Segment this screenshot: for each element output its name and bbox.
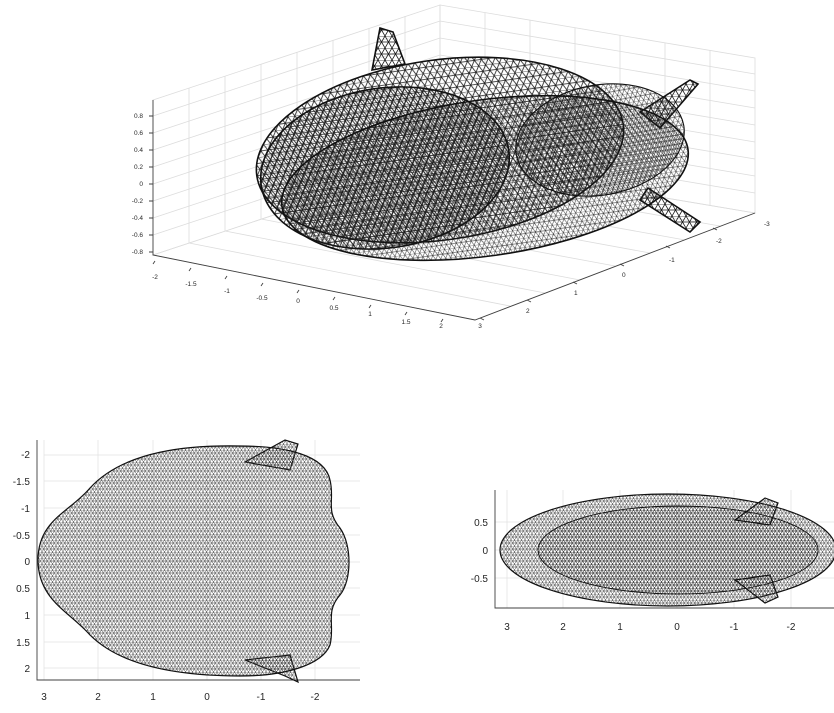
side-fin-upper	[733, 497, 779, 526]
y-tick-label: -1.5	[13, 477, 31, 488]
z-tick-label: 0.6	[134, 130, 143, 137]
side-x-tick-labels: 3 2 1 0 -1 -2	[504, 622, 796, 633]
y-tick-label: -0.5	[13, 531, 31, 542]
y-tick-label: 2	[24, 664, 30, 675]
top-axes	[36, 440, 360, 681]
x-tick-label: -1	[257, 692, 266, 703]
z-tick-label: -0.6	[132, 232, 144, 239]
z-tick-label: 0.4	[134, 147, 143, 154]
z-tick-label: 0.8	[134, 113, 143, 120]
top-view: -2 -1.5 -1 -0.5 0 0.5 1 1.5 2 3 2 1 0 -1…	[13, 439, 360, 703]
x-tick-label: -0.5	[256, 295, 268, 302]
z-tick-label: -0.2	[132, 198, 144, 205]
top-hull-outline	[37, 445, 350, 677]
isometric-axes	[149, 100, 756, 323]
y-tick-label: 1.5	[16, 638, 30, 649]
top-mesh	[37, 439, 350, 684]
isometric-z-tick-labels: 0.8 0.6 0.4 0.2 0 -0.2 -0.4 -0.6 -0.8	[132, 113, 144, 256]
z-tick-label: -0.8	[132, 249, 144, 256]
y-tick-label: -2	[716, 238, 722, 245]
y-tick-label: 0.5	[474, 518, 488, 529]
x-tick-label: -2	[311, 692, 320, 703]
x-tick-label: -1	[224, 288, 230, 295]
x-tick-label: -1	[730, 622, 739, 633]
x-tick-label: 2	[439, 323, 443, 330]
x-tick-label: 3	[478, 323, 482, 330]
y-tick-label: 2	[526, 308, 530, 315]
y-tick-label: 1	[24, 611, 30, 622]
y-tick-label: -2	[21, 450, 30, 461]
x-tick-label: 1	[150, 692, 156, 703]
side-mesh	[499, 493, 834, 607]
x-tick-label: 0	[296, 298, 300, 305]
y-tick-label: -0.5	[471, 574, 489, 585]
x-tick-label: 1.5	[401, 319, 410, 326]
side-view: 0.5 0 -0.5 3 2 1 0 -1 -2	[471, 490, 834, 633]
x-tick-label: 2	[95, 692, 101, 703]
z-tick-label: 0.2	[134, 164, 143, 171]
x-tick-label: 2	[560, 622, 566, 633]
x-tick-label: 0	[674, 622, 680, 633]
y-tick-label: 0	[482, 546, 488, 557]
y-tick-label: 0	[622, 272, 626, 279]
side-fin-lower	[733, 574, 779, 604]
hull-nose-highlight	[515, 83, 685, 197]
y-tick-label: 1	[574, 290, 578, 297]
side-y-tick-labels: 0.5 0 -0.5	[471, 518, 489, 585]
top-x-tick-labels: 3 2 1 0 -1 -2	[41, 692, 320, 703]
top-y-tick-labels: -2 -1.5 -1 -0.5 0 0.5 1 1.5 2	[13, 450, 31, 675]
z-tick-label: 0	[139, 181, 143, 188]
isometric-y-tick-labels: -3 -2 -1 0 1 2	[526, 221, 770, 315]
z-tick-label: -0.4	[132, 215, 144, 222]
y-tick-label: -1	[669, 257, 675, 264]
x-tick-label: 0	[204, 692, 210, 703]
y-tick-label: -3	[764, 221, 770, 228]
isometric-view: 0.8 0.6 0.4 0.2 0 -0.2 -0.4 -0.6 -0.8 -2…	[132, 4, 770, 330]
x-tick-label: 3	[504, 622, 510, 633]
x-tick-label: 1	[617, 622, 623, 633]
isometric-x-tick-labels: -2 -1.5 -1 -0.5 0 0.5 1 1.5 2 3	[152, 274, 482, 330]
x-tick-label: 1	[368, 311, 372, 318]
fin-top	[370, 26, 407, 71]
isometric-mesh	[255, 26, 702, 262]
x-tick-label: -2	[787, 622, 796, 633]
x-tick-label: -1.5	[185, 281, 197, 288]
y-tick-label: 0.5	[16, 584, 30, 595]
y-tick-label: 0	[24, 557, 30, 568]
x-tick-label: 3	[41, 692, 47, 703]
side-hull-inner	[537, 505, 819, 595]
side-axes	[494, 490, 834, 609]
y-tick-label: -1	[21, 504, 30, 515]
x-tick-label: 0.5	[329, 305, 338, 312]
x-tick-label: -2	[152, 274, 158, 281]
